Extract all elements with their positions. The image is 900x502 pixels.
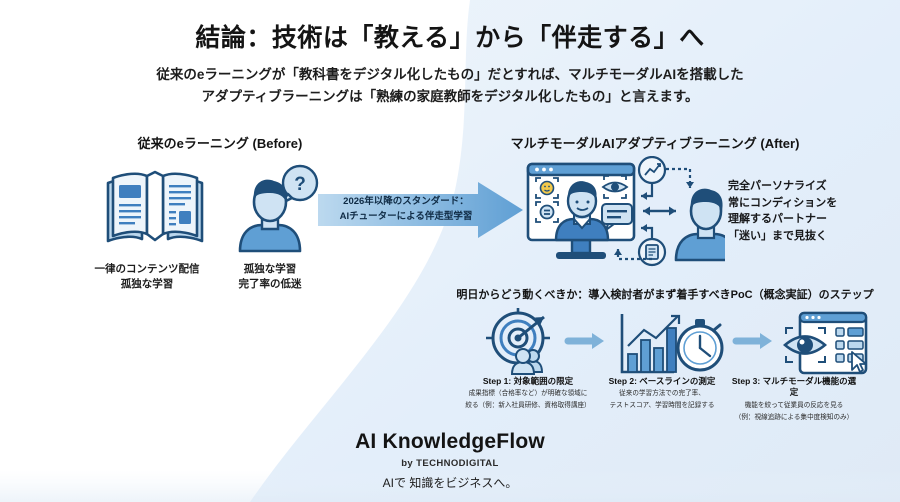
- after-note-line-4: 「迷い」まで見抜く: [728, 229, 827, 242]
- eye-scan-window-icon: [782, 311, 868, 375]
- poc-step-1-desc-line-2: 絞る（例：新入社員研修、資格取得講座）: [465, 402, 591, 410]
- poc-icon-row: [486, 308, 868, 375]
- before-caption-right: 孤独な学習 完了率の低迷: [215, 262, 325, 292]
- before-caption-right-line-2: 完了率の低迷: [238, 278, 302, 291]
- poc-section-heading: 明日からどう動くべきか：導入検討者がまず着手すべきPoC（概念実証）のステップ: [456, 289, 874, 301]
- arrow-right-icon: [732, 333, 772, 349]
- confused-person-icon: ?: [238, 164, 319, 253]
- before-caption-left-line-1: 一律のコンテンツ配信: [94, 263, 200, 275]
- before-caption-right-line-1: 孤独な学習: [243, 263, 297, 275]
- open-book-icon: [106, 170, 204, 243]
- poc-step-1-title: Step 1: 対象範囲の限定: [482, 376, 574, 386]
- target-people-icon: [486, 308, 550, 375]
- after-section-heading: マルチモーダルAIアダプティブラーニング (After): [510, 136, 800, 151]
- after-illustration: [526, 156, 725, 267]
- bar-chart-stopwatch-icon: [620, 314, 724, 374]
- ai-tutor-avatar-icon: [554, 181, 610, 242]
- learner-person-icon: [674, 188, 725, 262]
- after-note-line-2: 常にコンディションを: [728, 196, 838, 209]
- transition-banner-line-2: AIチューターによる伴走型学習: [339, 210, 473, 222]
- poc-step-2-title: Step 2: ベースラインの測定: [608, 376, 716, 386]
- subtitle-line-2: アダプティブラーニングは「熟練の家庭教師をデジタル化したもの」と言えます。: [201, 89, 699, 105]
- flow-arrows-icon: [614, 167, 694, 261]
- before-section-heading: 従来のeラーニング (Before): [137, 136, 303, 151]
- poc-step-3-desc-line-2: （例：視線追跡による集中度検知のみ）: [734, 413, 854, 421]
- brand-tagline: AIで 知識をビジネスへ。: [382, 476, 518, 490]
- brand-byline: by TECHNODIGITAL: [401, 458, 499, 469]
- after-benefit-note: 完全パーソナライズ 常にコンディションを 理解するパートナー 「迷い」まで見抜く: [728, 178, 888, 244]
- before-caption-left-line-2: 孤独な学習: [120, 278, 174, 291]
- face-scan-icon: [535, 177, 559, 223]
- poc-step-2-desc-line-1: 従来の学習方法での完了率、: [619, 390, 705, 398]
- right-arrow-banner-icon: [318, 182, 523, 238]
- poc-step-2: Step 2: ベースラインの測定 従来の学習方法での完了率、 テストスコア、学…: [596, 376, 728, 411]
- chat-bubble-icon: [601, 203, 633, 231]
- analytics-icon: [637, 156, 667, 185]
- poc-step-2-desc-line-2: テストスコア、学習時間を記録する: [609, 402, 715, 410]
- document-icon: [637, 237, 667, 267]
- after-note-line-1: 完全パーソナライズ: [728, 180, 827, 192]
- eye-tracking-icon: [601, 175, 629, 199]
- arrow-right-icon: [564, 333, 604, 349]
- poc-step-3-desc-line-1: 機能を絞って従業員の反応を見る: [744, 401, 844, 409]
- transition-banner-label: 2026年以降のスタンダード： AIチューターによる伴走型学習: [326, 195, 486, 224]
- subtitle-line-1: 従来のeラーニングが「教科書をデジタル化したもの」だとすれば、マルチモーダルAI…: [156, 67, 744, 82]
- before-caption-left: 一律のコンテンツ配信 孤独な学習: [82, 262, 212, 292]
- poc-step-labels: Step 1: 対象範囲の限定 成果指標（合格率など）が明確な領域に 絞る（例：…: [462, 376, 882, 421]
- after-note-line-3: 理解するパートナー: [728, 213, 827, 225]
- page-title: 結論：技術は「教える」から「伴走する」へ: [195, 24, 705, 52]
- transition-banner-line-1: 2026年以降のスタンダード：: [343, 196, 469, 207]
- poc-step-3-title: Step 3: マルチモーダル機能の選定: [731, 376, 857, 398]
- poc-step-1-desc-line-1: 成果指標（合格率など）が明確な領域に: [468, 390, 588, 398]
- transition-arrow-banner: 2026年以降のスタンダード： AIチューターによる伴走型学習: [318, 182, 523, 238]
- svg-text:?: ?: [294, 174, 306, 195]
- poc-step-1: Step 1: 対象範囲の限定 成果指標（合格率など）が明確な領域に 絞る（例：…: [462, 376, 594, 411]
- page-subtitle: 従来のeラーニングが「教科書をデジタル化したもの」だとすれば、マルチモーダルAI…: [0, 64, 900, 109]
- poc-step-3: Step 3: マルチモーダル機能の選定 機能を絞って従業員の反応を見る （例：…: [728, 376, 860, 423]
- brand-name: AI KnowledgeFlow: [355, 430, 545, 453]
